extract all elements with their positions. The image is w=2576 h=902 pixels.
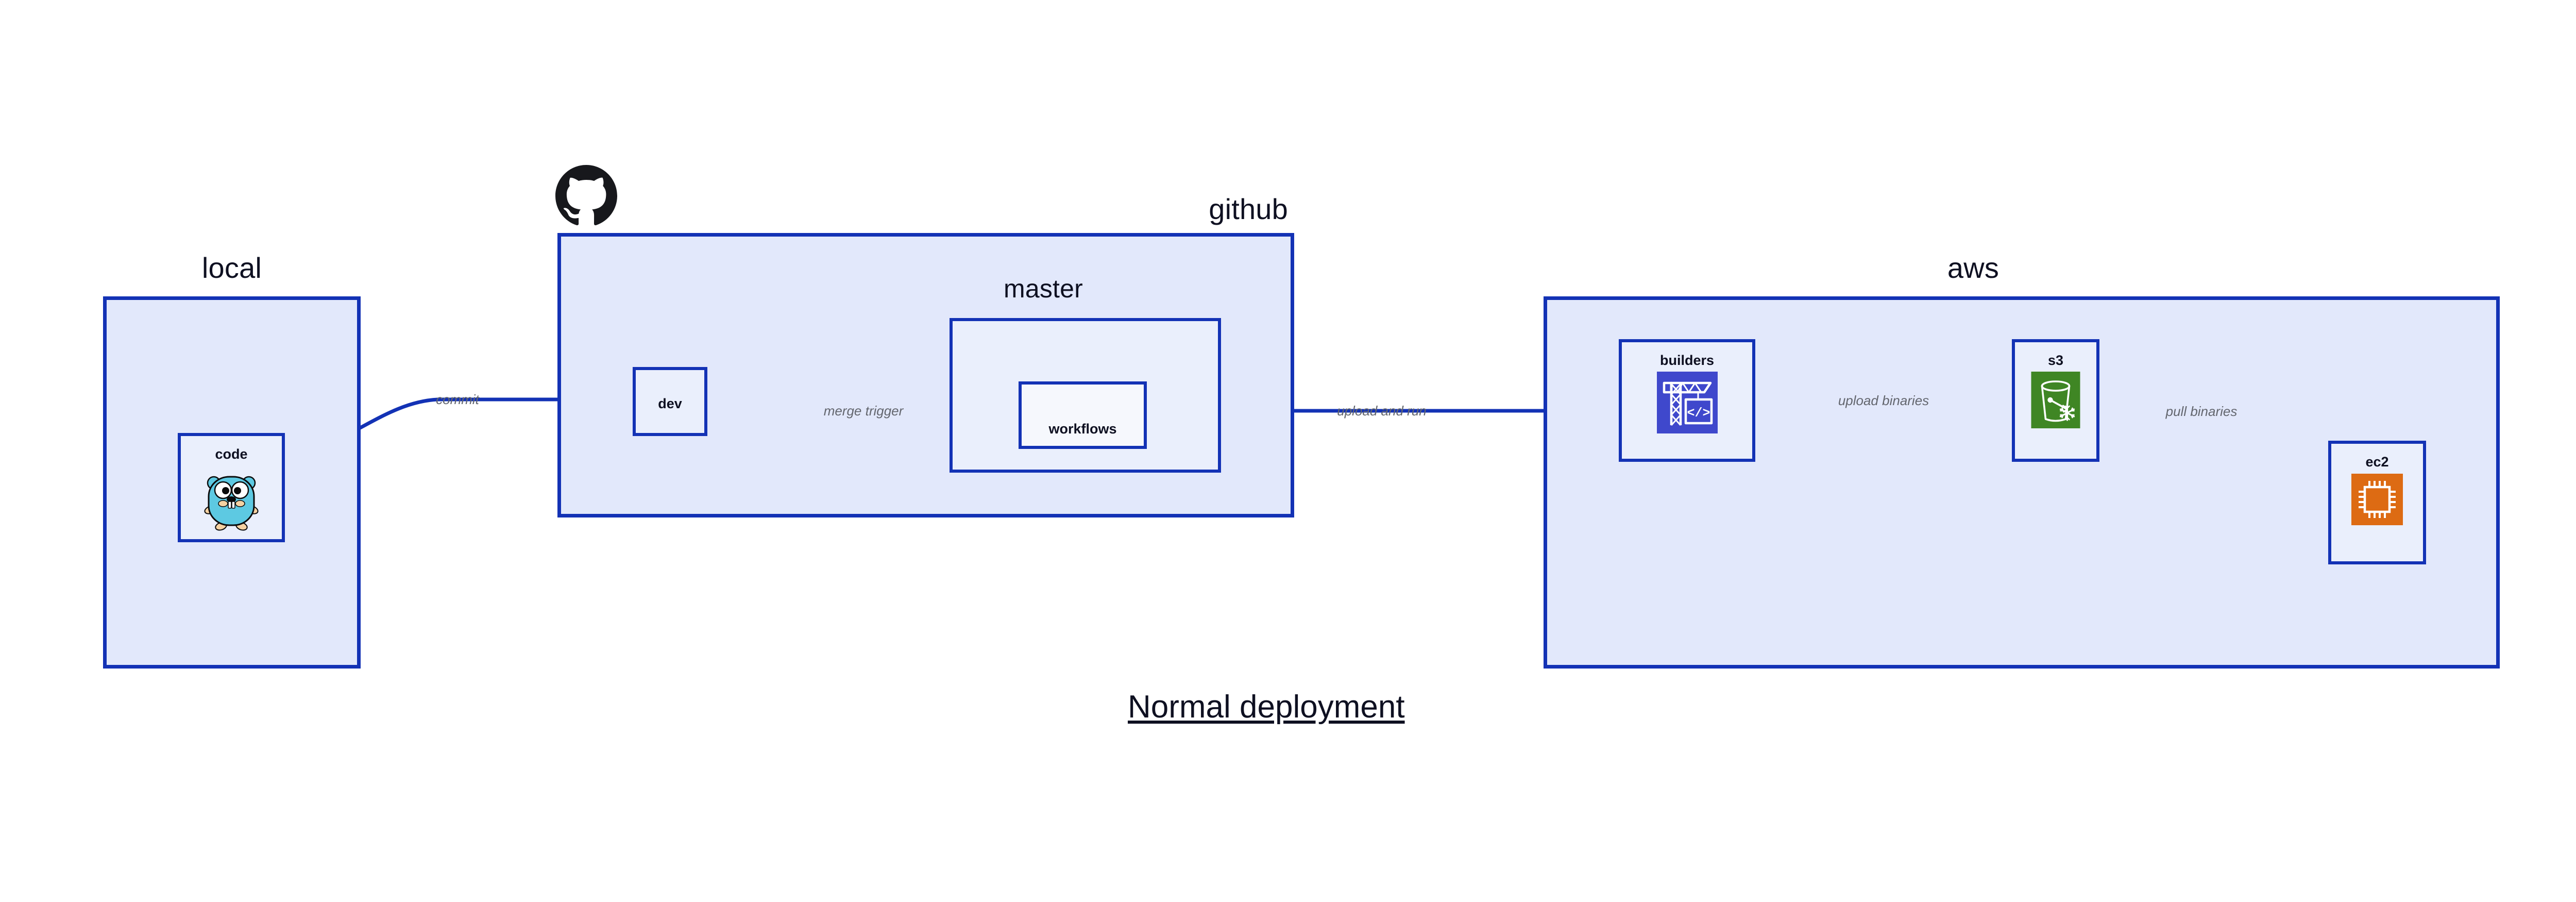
node-s3[interactable]: s3 — [2012, 339, 2099, 462]
group-label-github: github — [1209, 193, 1288, 225]
edge-label-upload-binaries: upload binaries — [1838, 393, 1929, 408]
subgroup-label-master: master — [1003, 274, 1083, 303]
github-logo-icon — [555, 165, 617, 227]
diagram-title: Normal deployment — [1128, 689, 1405, 725]
node-dev[interactable]: dev — [633, 367, 707, 436]
go-gopher-icon — [204, 476, 259, 531]
node-ec2[interactable]: ec2 — [2328, 441, 2426, 564]
aws-ec2-icon — [2351, 474, 2403, 525]
node-ec2-label: ec2 — [2365, 454, 2389, 470]
aws-s3-glacier-icon — [2031, 372, 2080, 428]
edge-label-pull-binaries: pull binaries — [2165, 404, 2238, 419]
node-workflows-label: workflows — [1048, 421, 1117, 437]
svg-text:</>: </> — [1687, 406, 1710, 421]
group-label-local: local — [201, 252, 262, 284]
group-label-aws: aws — [1947, 252, 1999, 284]
node-code-label: code — [215, 446, 248, 462]
edge-label-commit: commit — [436, 392, 479, 407]
node-workflows[interactable]: workflows — [1019, 381, 1147, 449]
node-s3-label: s3 — [2047, 353, 2064, 368]
edge-label-upload-and-run: upload and run — [1337, 403, 1427, 419]
node-builders-label: builders — [1659, 353, 1715, 368]
node-dev-label: dev — [658, 396, 682, 411]
node-code[interactable]: code — [178, 433, 285, 542]
aws-codebuild-icon: </> — [1656, 372, 1718, 433]
node-builders[interactable]: builders </> — [1619, 339, 1755, 462]
edge-label-merge-trigger: merge trigger — [823, 403, 904, 419]
